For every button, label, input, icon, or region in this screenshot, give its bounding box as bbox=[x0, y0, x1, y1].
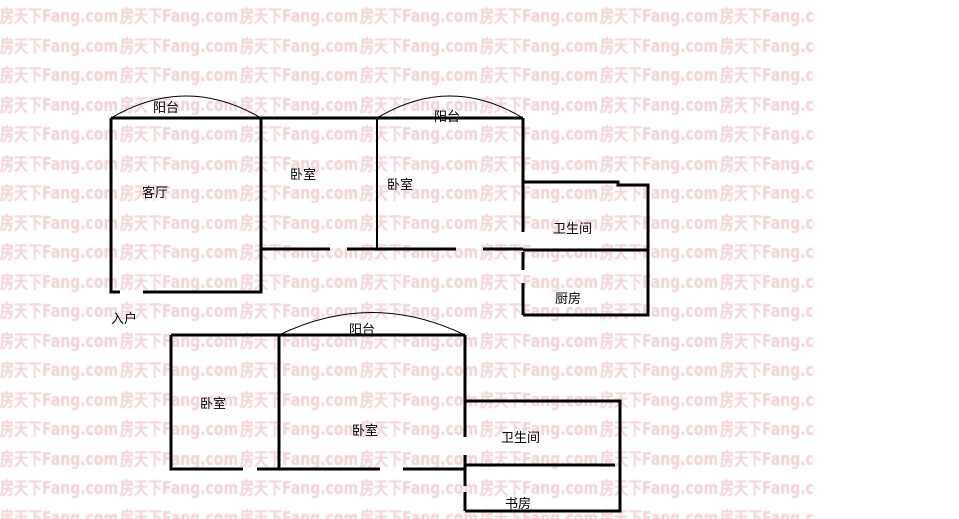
wall bbox=[109, 118, 263, 294]
balcony-arc-right bbox=[376, 95, 524, 119]
balcony-arc bbox=[278, 312, 466, 336]
label-study: 书房 bbox=[505, 496, 531, 512]
bottom-plan: 阳台 卧室 卧室 卫生间 书房 bbox=[169, 312, 622, 513]
wall bbox=[523, 180, 650, 317]
wall bbox=[465, 399, 622, 513]
label-bathroom: 卫生间 bbox=[553, 222, 592, 237]
label-kitchen: 厨房 bbox=[555, 291, 581, 307]
label-bedroom-1: 卧室 bbox=[200, 396, 226, 412]
top-plan: 阳台 阳台 客厅 卧室 卧室 卫生间 厨房 入户 bbox=[109, 95, 650, 327]
label-entrance: 入户 bbox=[111, 311, 137, 327]
label-balcony-left: 阳台 bbox=[153, 101, 179, 116]
label-bedroom-2: 卧室 bbox=[352, 423, 378, 439]
label-balcony-right: 阳台 bbox=[434, 110, 460, 125]
label-living-room: 客厅 bbox=[142, 185, 168, 201]
balcony-arc-left bbox=[110, 95, 262, 119]
label-bathroom: 卫生间 bbox=[501, 431, 540, 446]
label-bedroom-2: 卧室 bbox=[387, 177, 413, 193]
label-balcony: 阳台 bbox=[349, 323, 375, 338]
label-bedroom-1: 卧室 bbox=[290, 167, 316, 183]
